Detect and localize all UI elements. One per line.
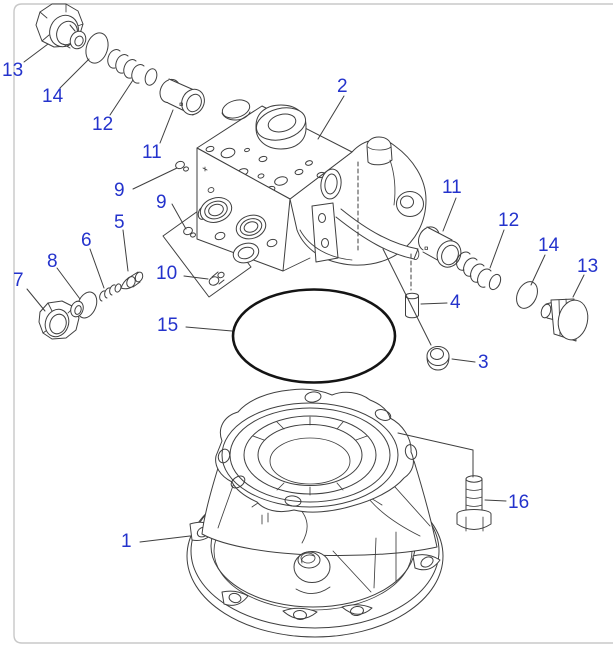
- callout-14-right[interactable]: 14: [538, 235, 560, 256]
- part-7-plug: [38, 300, 84, 340]
- callout-12-right[interactable]: 12: [498, 210, 519, 231]
- front-ports: [197, 187, 278, 264]
- callout-10[interactable]: 10: [156, 263, 177, 284]
- part-6-spring: [99, 283, 122, 302]
- part-16-bolt: [456, 475, 492, 532]
- part-14-oring-right: [516, 281, 538, 309]
- callout-15[interactable]: 15: [157, 315, 178, 336]
- part-3-bushing: [426, 346, 450, 371]
- callout-14-left[interactable]: 14: [42, 86, 64, 107]
- part-4-pin: [405, 292, 419, 319]
- callout-13-left[interactable]: 13: [2, 60, 23, 81]
- callout-2[interactable]: 2: [337, 76, 348, 97]
- part-14-oring-left: [85, 32, 109, 64]
- callout-6[interactable]: 6: [81, 230, 92, 251]
- part-13-plug-right: [540, 298, 589, 342]
- callout-11-left[interactable]: 11: [142, 142, 162, 163]
- part-5-poppet: [120, 271, 144, 290]
- callout-5[interactable]: 5: [114, 212, 125, 233]
- upper-flange-bore: [221, 402, 399, 508]
- callout-9-b[interactable]: 9: [156, 192, 167, 213]
- callout-9-a[interactable]: 9: [114, 180, 125, 201]
- part-15-oring: [231, 288, 397, 384]
- callout-4[interactable]: 4: [450, 292, 461, 313]
- part-11-valve-left: [159, 78, 205, 116]
- callout-12-left[interactable]: 12: [92, 114, 113, 135]
- callout-7[interactable]: 7: [13, 270, 24, 291]
- part-11-valve-right: [418, 226, 462, 268]
- callout-labels: 13 14 12 11 2 9 9 5 6 8 7 10 15 1 16 11 …: [2, 60, 598, 552]
- part-9-screw-a: [175, 160, 189, 172]
- panel-border: [13, 3, 613, 644]
- leader-lines: [23, 43, 585, 543]
- case-details: [299, 159, 420, 263]
- callout-16[interactable]: 16: [508, 492, 529, 513]
- callout-1[interactable]: 1: [121, 531, 132, 552]
- callout-13-right[interactable]: 13: [577, 256, 598, 277]
- part-13-plug-left: [35, 3, 87, 50]
- callout-3[interactable]: 3: [478, 352, 489, 373]
- part-1-housing: [186, 388, 444, 638]
- part-10-plug: [208, 271, 225, 286]
- part-12-spring-right: [456, 251, 502, 291]
- part-2-motor-assembly: [162, 99, 427, 298]
- callout-11-right[interactable]: 11: [442, 177, 462, 198]
- callout-8[interactable]: 8: [47, 251, 58, 272]
- center-hole: [293, 551, 331, 594]
- part-12-spring-left: [107, 49, 158, 86]
